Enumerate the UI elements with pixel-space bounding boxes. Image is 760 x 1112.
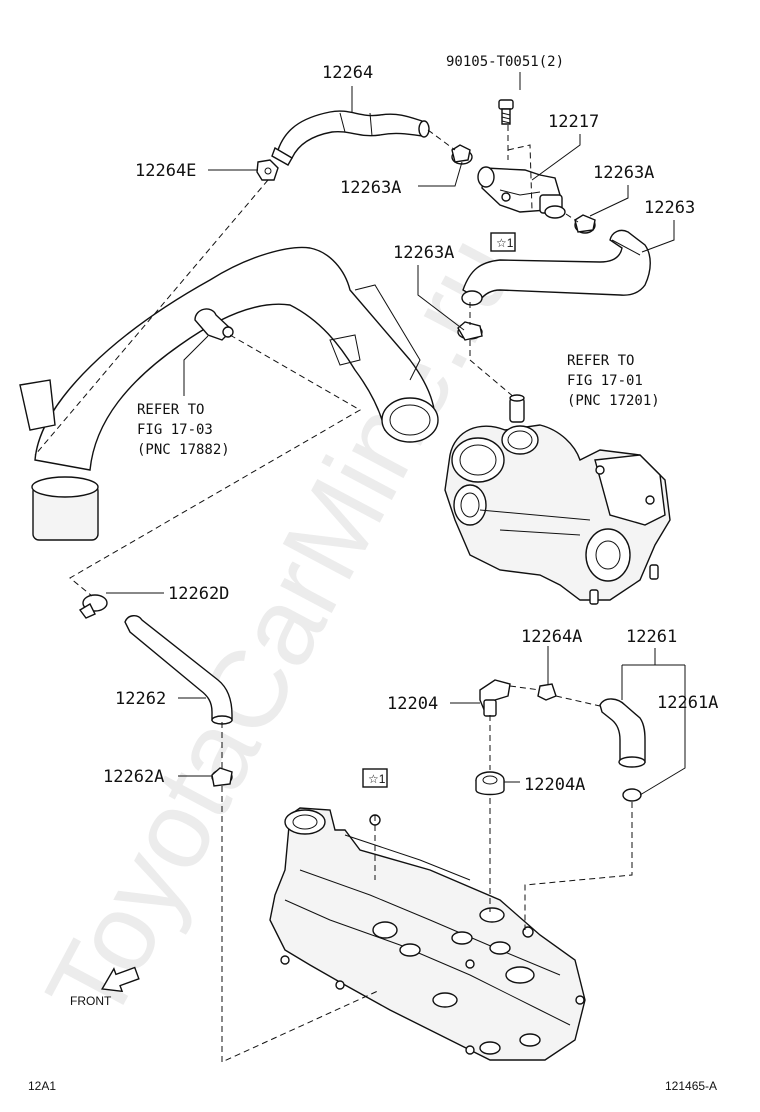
- intake-pipe: [19, 246, 439, 541]
- clip-12262D: [78, 594, 108, 619]
- clip-12262A: [211, 767, 233, 787]
- clip-12264A: [537, 683, 557, 701]
- label-12204A: 12204A: [524, 775, 585, 795]
- dashed-lines: [34, 125, 633, 1063]
- footer-right: 121465-A: [665, 1079, 717, 1093]
- label-12264: 12264: [322, 63, 373, 83]
- clip-12264E: [256, 159, 279, 181]
- bolt-90105: [498, 99, 514, 125]
- label-star1-bottom: ☆1: [368, 772, 386, 786]
- label-12261A: 12261A: [657, 693, 718, 713]
- clip-12261A: [622, 788, 642, 802]
- clip-12263A-lower: [457, 321, 483, 341]
- label-12264A: 12264A: [521, 627, 582, 647]
- label-12217: 12217: [548, 112, 599, 132]
- label-12204: 12204: [387, 694, 438, 714]
- turbocharger: [444, 424, 671, 605]
- label-ref1701-a: REFER TO: [567, 353, 634, 369]
- label-ref1703-a: REFER TO: [137, 402, 204, 418]
- star-box-bottom: [362, 768, 388, 788]
- hose-12262: [124, 615, 233, 725]
- hose-12261: [599, 698, 646, 768]
- footer-left: 12A1: [28, 1079, 56, 1093]
- label-12261: 12261: [626, 627, 677, 647]
- label-90105: 90105-T0051(2): [446, 54, 564, 70]
- valve-12217: [477, 166, 566, 219]
- label-ref1703-c: (PNC 17882): [137, 442, 230, 458]
- label-12262A: 12262A: [103, 767, 164, 787]
- hose-12264: [271, 110, 430, 166]
- label-ref1703-b: FIG 17-03: [137, 422, 213, 438]
- label-front: FRONT: [70, 994, 112, 1008]
- hose-12263: [461, 229, 651, 306]
- clip-12263A-right: [574, 214, 596, 234]
- leader-lines: [106, 72, 686, 796]
- front-arrow-icon: [100, 966, 140, 993]
- label-12263: 12263: [644, 198, 695, 218]
- label-ref1701-b: FIG 17-01: [567, 373, 643, 389]
- clip-12263A-upper: [451, 144, 473, 165]
- label-12262: 12262: [115, 689, 166, 709]
- label-12264E: 12264E: [135, 161, 196, 181]
- label-ref1701-c: (PNC 17201): [567, 393, 660, 409]
- label-12263A-2: 12263A: [593, 163, 654, 183]
- label-12262D: 12262D: [168, 584, 229, 604]
- label-12263A-1: 12263A: [340, 178, 401, 198]
- cylinder-head-cover: [269, 807, 586, 1061]
- pcv-valve-12204: [479, 679, 511, 717]
- fitting: [509, 394, 525, 423]
- star-box-top: [490, 232, 516, 252]
- label-star1-top: ☆1: [496, 236, 514, 250]
- grommet-12204A: [475, 771, 505, 796]
- label-12263A-3: 12263A: [393, 243, 454, 263]
